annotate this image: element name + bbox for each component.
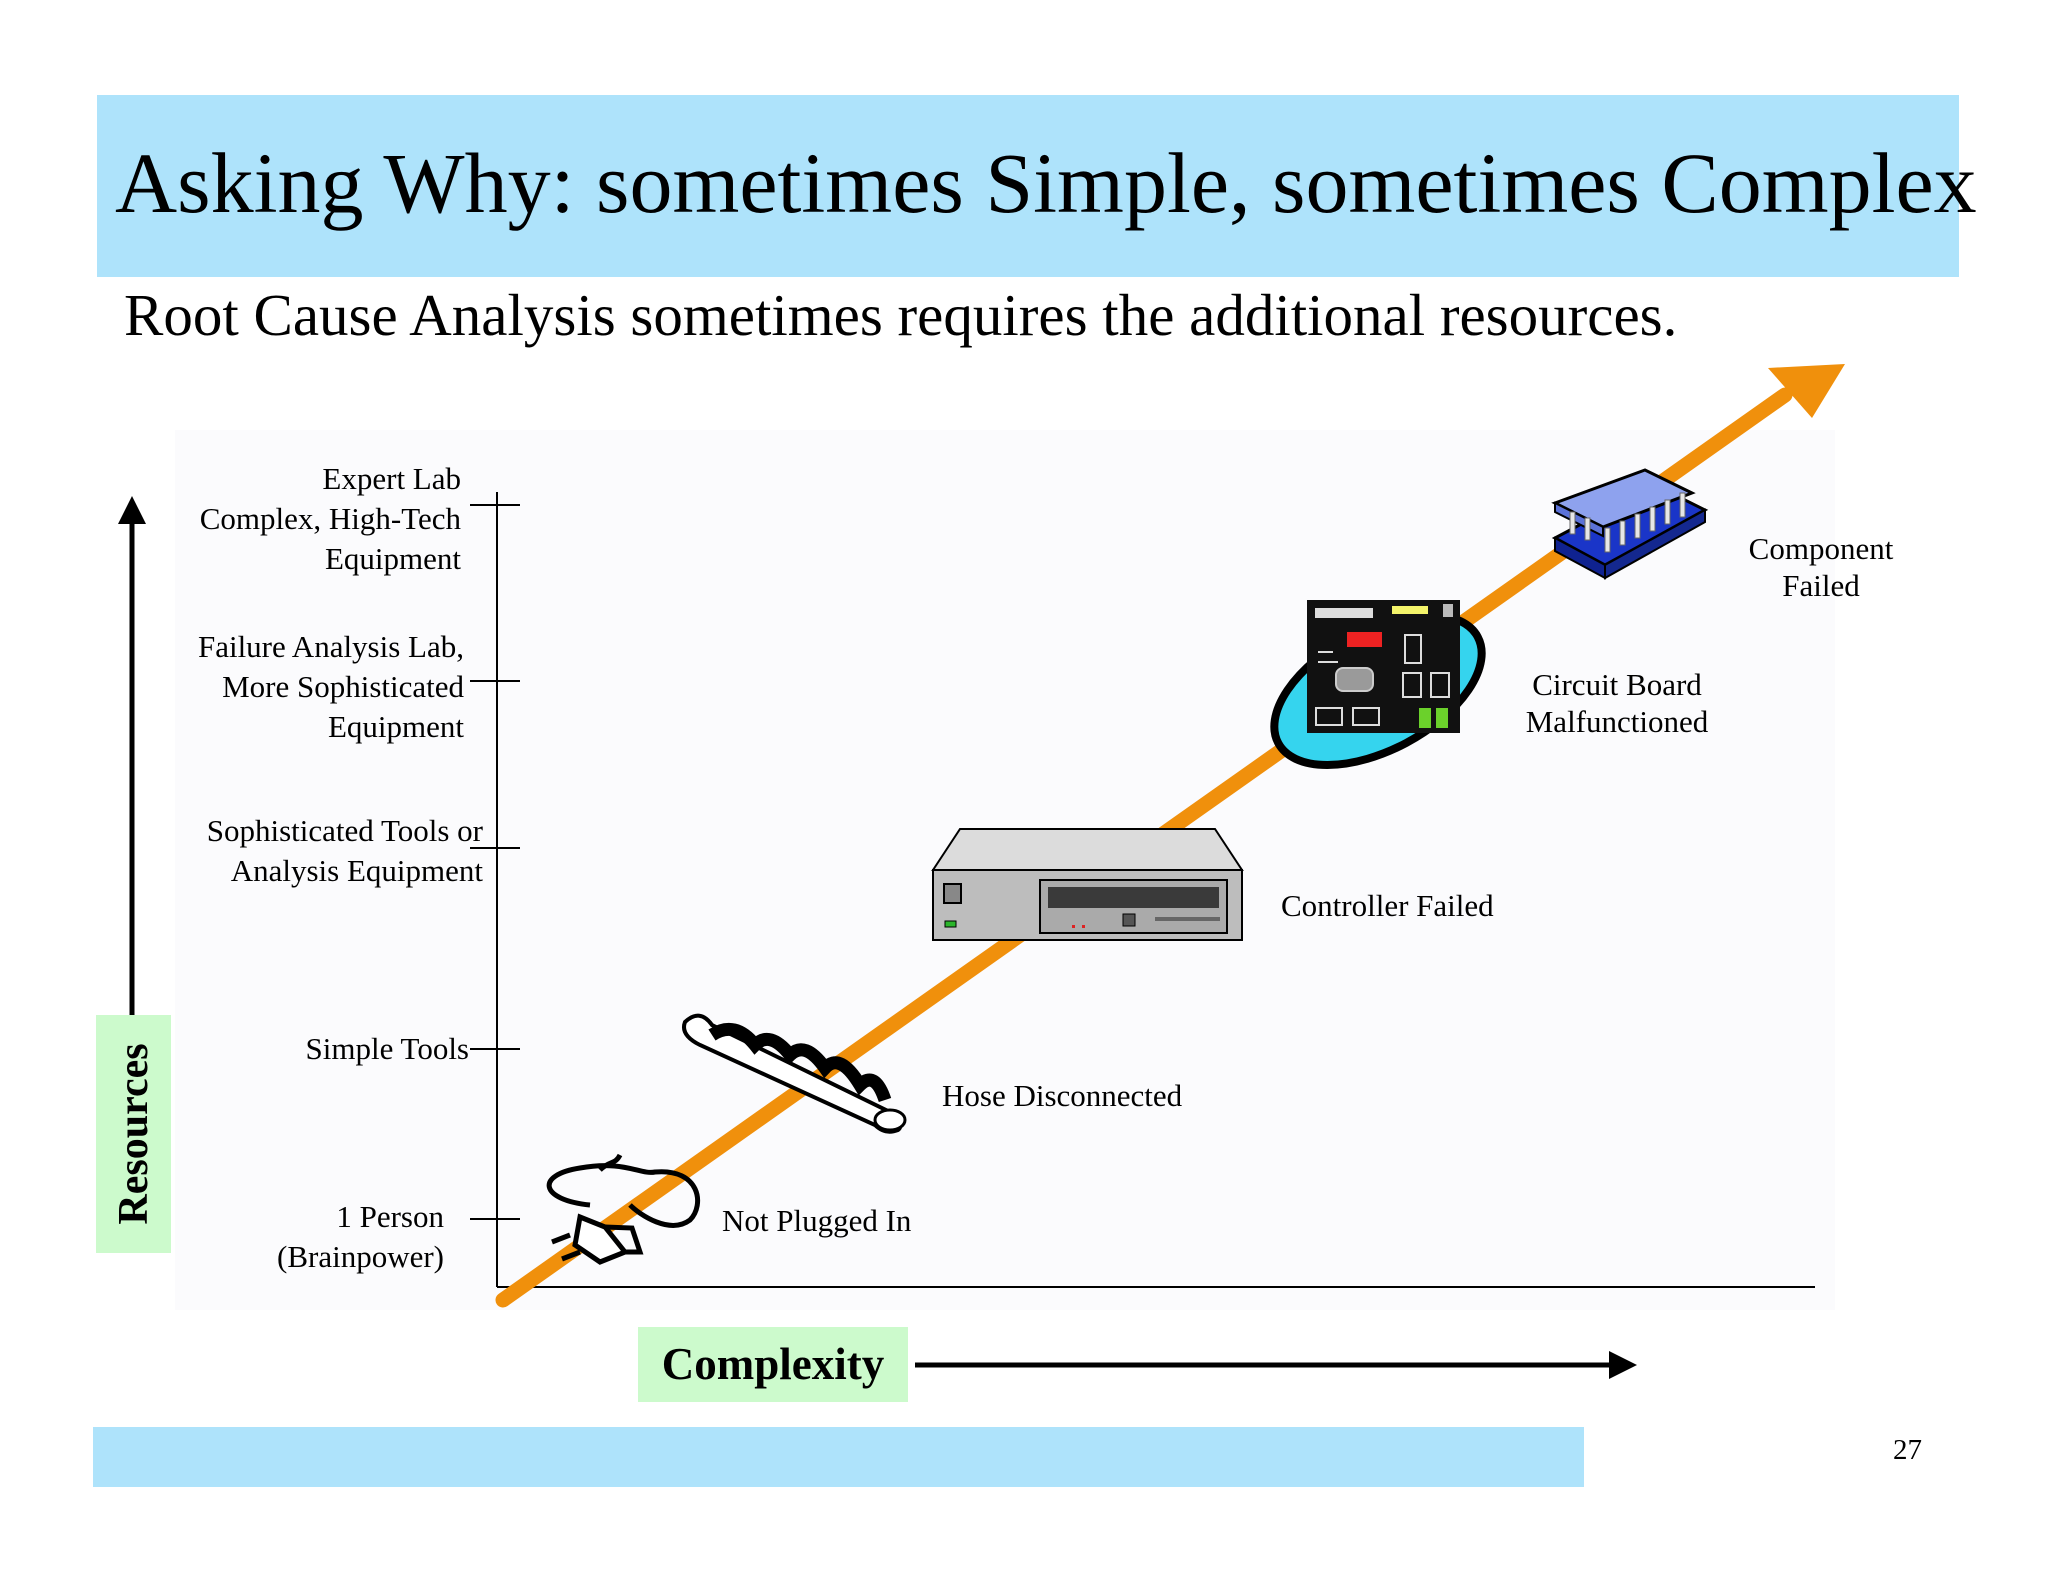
failure-label-controller-failed: Controller Failed	[1281, 888, 1494, 923]
level-label-sophisticated-tools: Sophisticated Tools or Analysis Equipmen…	[206, 813, 483, 888]
footer-band	[93, 1427, 1584, 1487]
hose-icon	[682, 1013, 907, 1134]
level-label-failure-lab: Failure Analysis Lab, More Sophisticated…	[197, 629, 464, 744]
failure-label-component-failed: Component Failed	[1748, 531, 1894, 603]
trend-arrow-head	[1768, 364, 1845, 418]
power-plug-icon	[546, 1153, 700, 1265]
chip-icon	[1551, 468, 1709, 580]
controller-box-icon	[931, 828, 1244, 941]
resources-label: Resources	[111, 1043, 157, 1225]
level-label-simple-tools: Simple Tools	[305, 1031, 469, 1066]
failure-label-not-plugged-in: Not Plugged In	[722, 1203, 912, 1238]
title-band	[97, 95, 1959, 277]
slide-title: Asking Why: sometimes Simple, sometimes …	[115, 135, 1977, 231]
level-label-expert-lab: Expert Lab Complex, High-Tech Equipment	[199, 461, 461, 576]
resources-label-box	[96, 1015, 171, 1253]
failure-label-circuit-board: Circuit Board Malfunctioned	[1525, 667, 1709, 739]
page-number: 27	[1893, 1434, 1922, 1466]
failure-label-hose-disconnected: Hose Disconnected	[942, 1078, 1183, 1113]
level-label-one-person: 1 Person (Brainpower)	[277, 1199, 444, 1274]
slide-subtitle: Root Cause Analysis sometimes requires t…	[124, 282, 1678, 348]
complexity-label-box	[638, 1327, 908, 1402]
complexity-label: Complexity	[661, 1339, 885, 1389]
resources-arrow-head	[118, 496, 146, 524]
circuit-board-icon	[1270, 600, 1486, 769]
complexity-arrow-head	[1609, 1351, 1637, 1379]
